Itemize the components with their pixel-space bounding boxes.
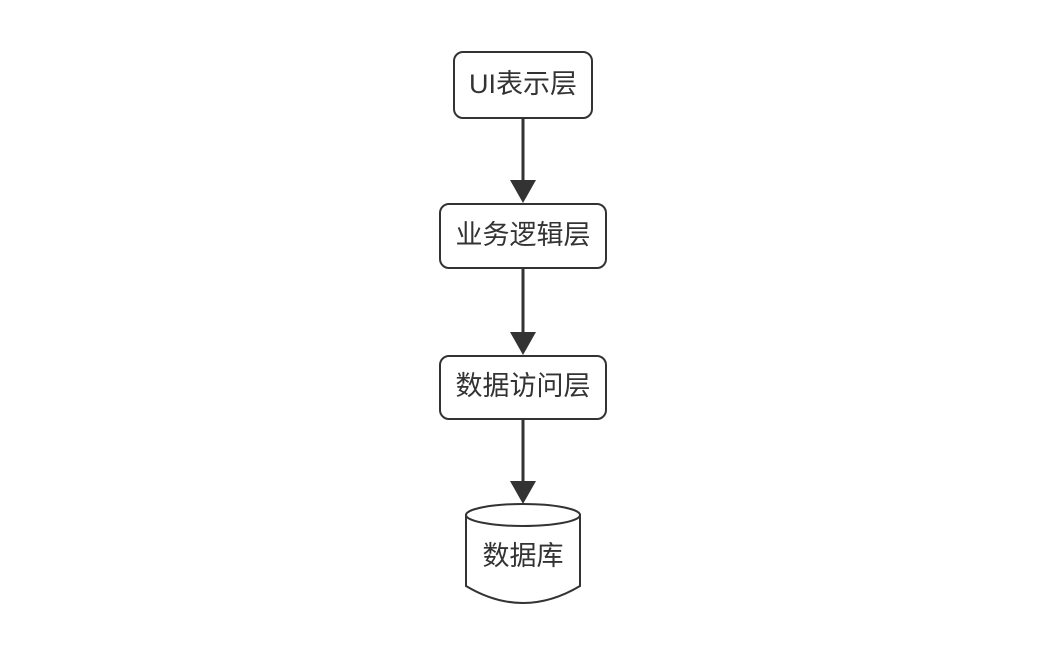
database-cylinder-body[interactable] [465,514,581,604]
node-ui-layer-label: UI表示层 [469,69,577,99]
node-database[interactable]: 数据库 [465,503,581,604]
node-business-layer[interactable]: 业务逻辑层 [439,203,607,269]
edge-data-access-to-database [510,419,536,504]
node-data-access-layer-label: 数据访问层 [456,371,591,401]
arrowhead-icon [510,332,536,355]
node-database-label: 数据库 [483,541,564,571]
node-ui-layer-shape[interactable] [453,51,593,119]
edge-ui-to-business [510,118,536,203]
edge-business-to-data-access [510,268,536,355]
node-data-access-layer[interactable]: 数据访问层 [439,355,607,420]
database-cylinder-top [465,503,581,527]
arrowhead-icon [510,180,536,203]
arrowhead-icon [510,481,536,504]
node-business-layer-label: 业务逻辑层 [456,220,591,250]
node-ui-layer[interactable]: UI表示层 [453,51,593,119]
node-data-access-layer-shape[interactable] [439,355,607,420]
node-business-layer-shape[interactable] [439,203,607,269]
